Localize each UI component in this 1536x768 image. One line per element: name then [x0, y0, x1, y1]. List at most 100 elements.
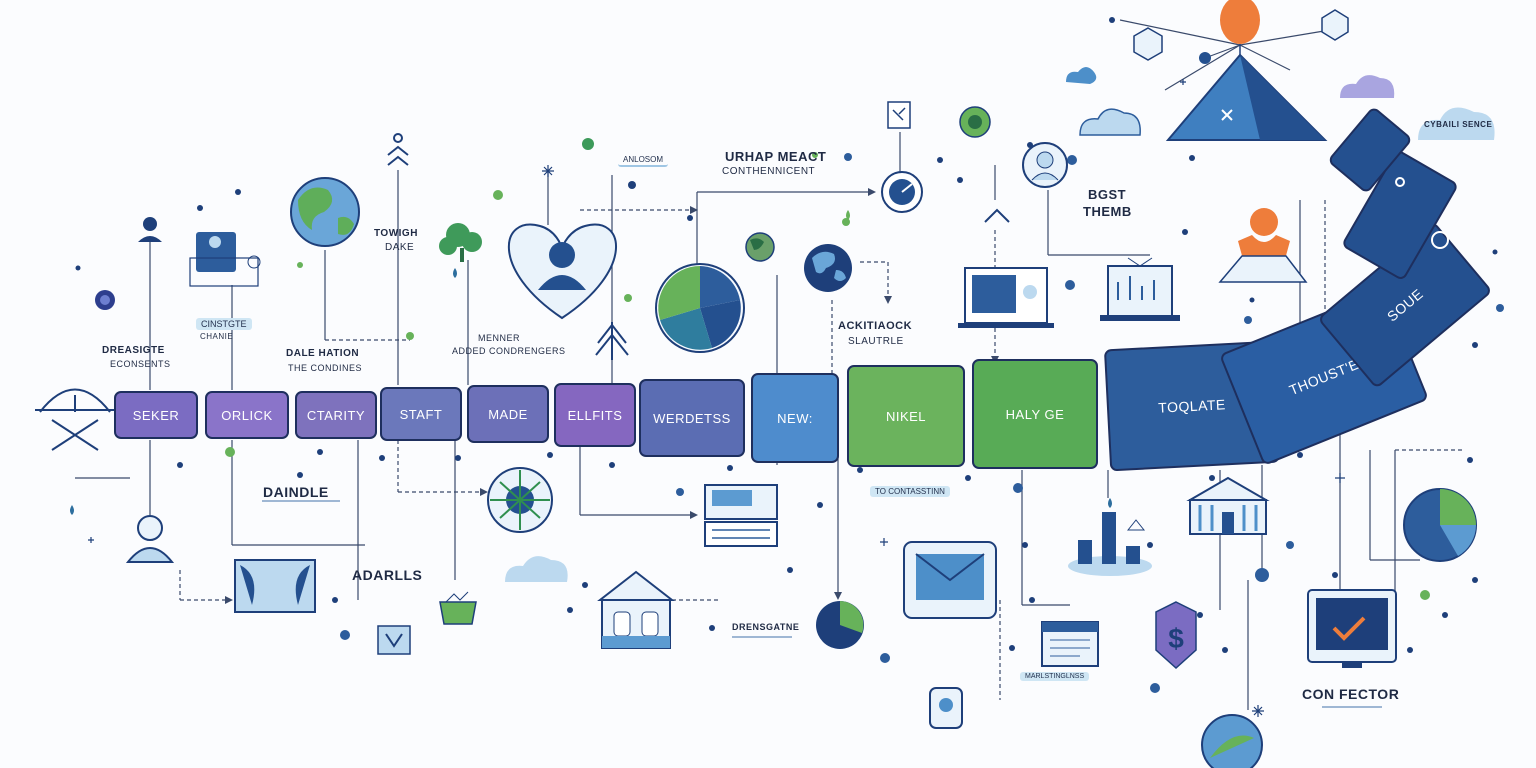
down-triangle-icon	[377, 625, 411, 655]
label-dake: DAKE	[385, 242, 415, 253]
pipeline-step-label: TOQLATE	[1158, 396, 1226, 416]
building-icon	[1186, 476, 1270, 535]
label-the-condines: THE CONDINES	[288, 363, 363, 373]
person-icon	[125, 515, 175, 563]
easel-icon	[35, 388, 115, 451]
pine-icon	[595, 322, 629, 360]
profile-icon	[1022, 142, 1068, 188]
tag-marlsting: MARLSTINGLNSS	[1020, 672, 1090, 681]
pipeline-step: ELLFITS	[554, 383, 636, 447]
pipeline-step-label: ORLICK	[221, 408, 272, 423]
earth-icon	[804, 244, 852, 292]
mail-icon	[903, 541, 997, 619]
label-underline	[262, 500, 340, 502]
heart-icon	[508, 223, 617, 320]
pipeline-step-label: NEW:	[777, 411, 813, 426]
team-icon	[189, 232, 261, 287]
pipeline-step-label: SEKER	[133, 408, 180, 423]
pyramid-icon	[1165, 53, 1328, 141]
label-added-condrengers: ADDED CONDRENGERS	[452, 346, 566, 356]
at-icon	[1431, 231, 1449, 249]
pipeline-step-box	[114, 391, 198, 439]
pipeline-step-label: WERDETSS	[653, 411, 731, 426]
label-underline	[1322, 706, 1382, 708]
tree-icon	[439, 223, 482, 262]
label-urhap-meact: URHAP MEACT	[725, 149, 827, 164]
label-themb: THEMB	[1083, 204, 1132, 219]
pipeline-step-label: NIKEL	[886, 409, 926, 424]
pipeline-step-box	[467, 385, 549, 443]
pipeline-step: MADE	[467, 385, 549, 443]
hexagon-icon	[1109, 9, 1349, 64]
label-towigh: TOWIGH	[374, 228, 418, 239]
globe-icon	[290, 177, 360, 247]
tag-anlosom: ANLOSOM	[618, 154, 669, 167]
pipeline-step-label: MADE	[488, 407, 528, 422]
basket-icon	[439, 591, 477, 625]
pipeline-step-box	[639, 379, 745, 457]
label-ackitiaock: ACKITIAOCK	[838, 320, 913, 332]
label-bgst: BGST	[1088, 187, 1127, 202]
label-menner: MENNER	[478, 333, 521, 343]
pipeline-step-box	[380, 387, 462, 441]
dollar-shield-icon: $	[1155, 601, 1197, 670]
bar-chart-icon	[1068, 512, 1152, 576]
label-chanie: CHANIE	[200, 332, 234, 341]
pipeline-step: NEW:	[751, 373, 839, 463]
gauge-icon	[881, 171, 923, 213]
label-econsents: ECONSENTS	[110, 359, 171, 369]
small-globe-icon	[745, 232, 775, 262]
label-contrenencet: CONTHENNICENT	[722, 166, 816, 177]
medal-icon	[929, 687, 963, 729]
pipeline-step-box	[554, 383, 636, 447]
pipeline-step-box	[847, 365, 965, 467]
gauge-icon	[1201, 714, 1263, 768]
cloud-icon	[1066, 67, 1097, 84]
pipeline-segment	[1343, 151, 1457, 279]
label-adarlls: ADARLLS	[352, 567, 423, 583]
seal-icon	[959, 106, 991, 138]
pie-chart-icon	[816, 601, 864, 649]
label-dreasigte: DREASIGTE	[102, 345, 165, 356]
label-daindle: DAINDLE	[263, 484, 329, 500]
pipeline-step-box	[205, 391, 289, 439]
label-dale-hation: DALE HATION	[286, 348, 360, 359]
pipeline-step-label: STAFT	[400, 407, 443, 422]
cloud-icon	[1418, 107, 1495, 140]
pipeline-step: ORLICK	[205, 391, 289, 439]
arrow-up-icon	[387, 133, 409, 166]
tag-to-contasstinn: TO CONTASSTINN	[870, 486, 950, 497]
calendar-icon	[1041, 621, 1099, 667]
pipeline-step-box	[751, 373, 839, 463]
billboard-icon	[704, 484, 778, 547]
pipeline-segment	[1329, 108, 1411, 192]
chevron-up-icon	[984, 208, 1010, 223]
person-icon	[138, 217, 162, 242]
pipeline-step: SEKER	[114, 391, 198, 439]
label-cybaili-sence: CYBAILI SENCE	[1424, 120, 1493, 129]
pipeline-step: NIKEL	[847, 365, 965, 467]
pipeline-step-label: CTARITY	[307, 408, 365, 423]
pipeline-step: HALY GE	[972, 359, 1098, 469]
pipeline-step: SOUE	[1320, 223, 1490, 387]
label-slautrle: SLAUTRLE	[848, 336, 904, 347]
person-icon	[1218, 208, 1308, 283]
tag-cinstgte: CINSTGTE	[196, 318, 252, 330]
pie-chart-icon	[655, 263, 745, 353]
pipeline-step-box	[1320, 223, 1490, 387]
cloud-icon	[1340, 75, 1395, 98]
board-icon	[1100, 257, 1180, 321]
pipeline-step: STAFT	[380, 387, 462, 441]
card-icon	[234, 559, 316, 613]
pipeline-step: CTARITY	[295, 391, 377, 439]
label-drensgatne: DRENSGATNE	[732, 622, 800, 632]
pipeline-step: WERDETSS	[639, 379, 745, 457]
pipeline-step-box	[295, 391, 377, 439]
house-icon	[597, 570, 675, 649]
laptop-icon	[958, 267, 1054, 328]
pipeline-step-box	[972, 359, 1098, 469]
pie-chart-icon	[1403, 488, 1477, 562]
